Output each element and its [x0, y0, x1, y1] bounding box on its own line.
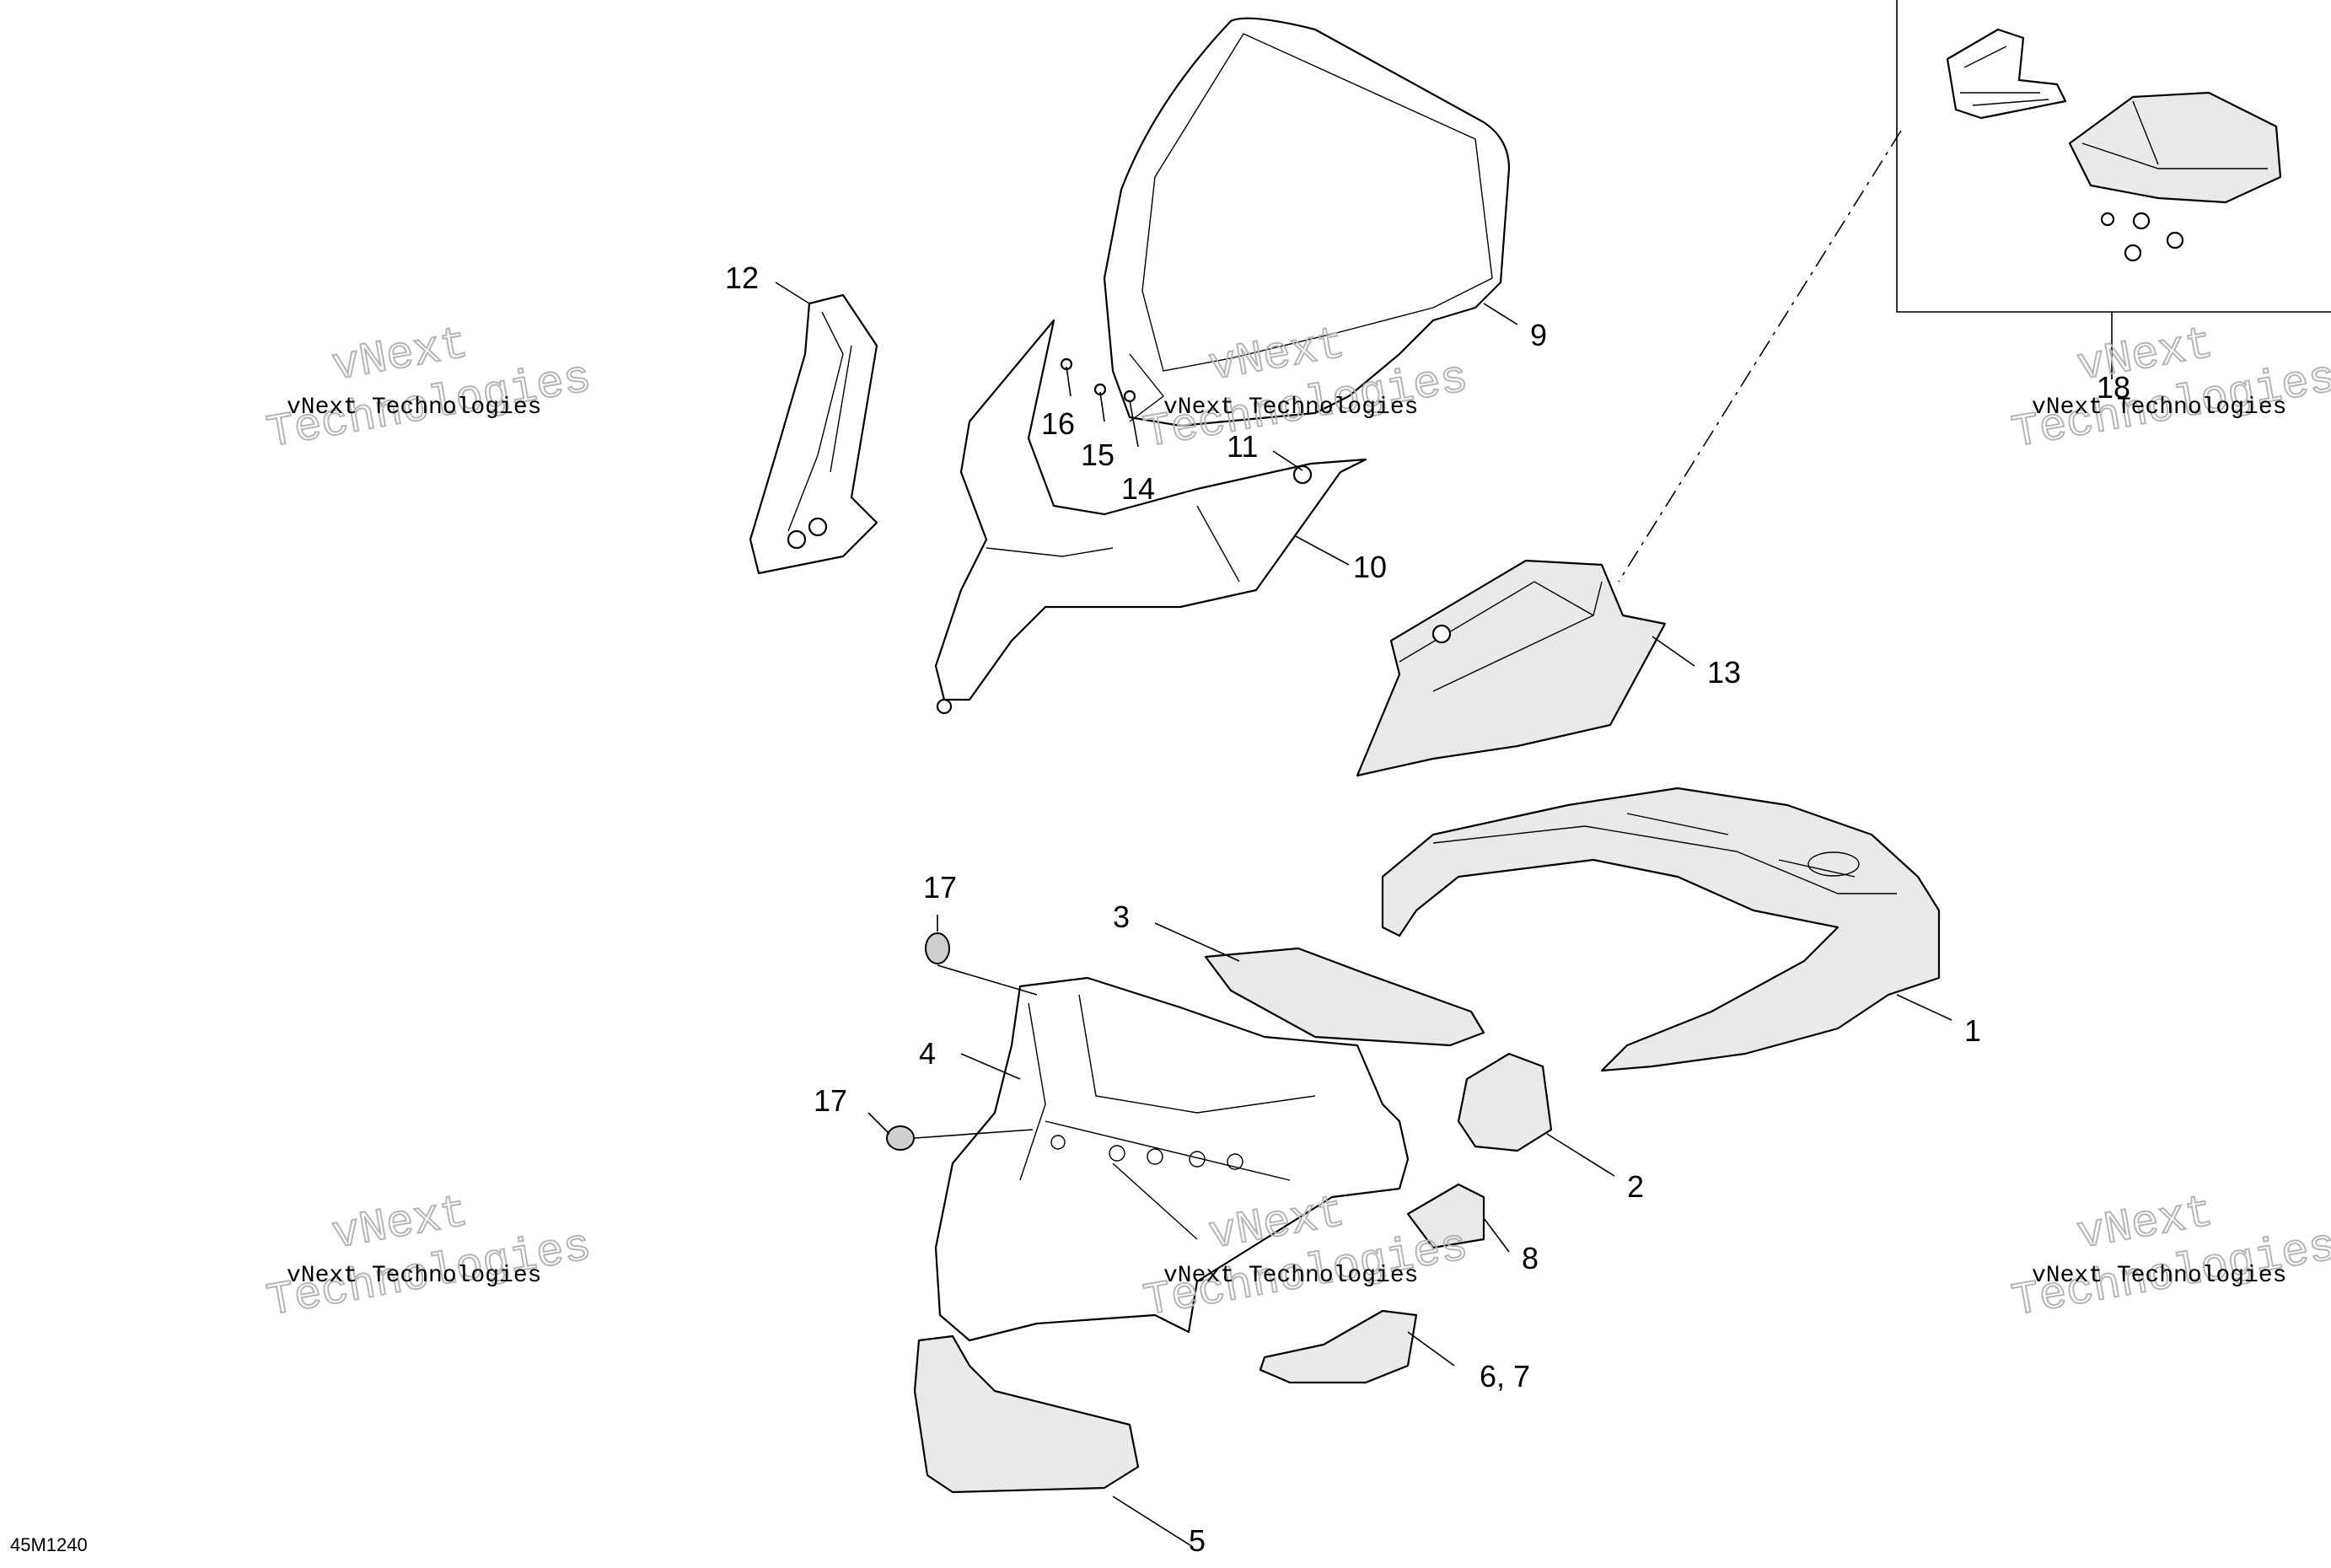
inset-detail-box [1896, 0, 2331, 379]
callout-14: 14 [1121, 471, 1155, 506]
callout-4: 4 [919, 1036, 936, 1071]
shroud-part-10 [934, 319, 1367, 715]
callout-18: 18 [2097, 370, 2130, 405]
part-2 [1457, 1052, 1553, 1152]
svg-text:vNext Technologies: vNext Technologies [287, 1263, 541, 1289]
callout-9: 9 [1530, 318, 1547, 352]
callout-13: 13 [1707, 655, 1741, 690]
watermark-top-left: vNext Technologies vNext Technologies [262, 318, 596, 461]
callout-8: 8 [1522, 1241, 1539, 1275]
windshield-part-9 [1103, 17, 1511, 427]
callout-12: 12 [725, 260, 759, 295]
callout-16: 16 [1041, 406, 1075, 441]
bracket-part-12 [749, 293, 878, 575]
callout-labels: 1 2 3 4 5 6, 7 8 9 10 11 12 13 14 15 16 … [725, 260, 2130, 1558]
part-5 [913, 1334, 1140, 1494]
callout-5: 5 [1189, 1523, 1206, 1558]
callout-17-lower: 17 [814, 1083, 847, 1118]
callout-11: 11 [1227, 429, 1258, 464]
callout-6-7: 6, 7 [1480, 1359, 1530, 1393]
callout-10: 10 [1353, 550, 1387, 584]
hood-part-1 [1381, 787, 1941, 1072]
callout-15: 15 [1081, 438, 1114, 472]
svg-text:vNext Technologies: vNext Technologies [287, 395, 541, 421]
svg-text:vNext Technologies: vNext Technologies [1163, 395, 1418, 421]
callout-3: 3 [1113, 899, 1130, 934]
grommet-upper [925, 932, 950, 964]
svg-text:vNext Technologies: vNext Technologies [2032, 395, 2286, 421]
watermark-top-right: vNext Technologies vNext Technologies [2007, 318, 2331, 461]
leader-lines [775, 282, 1952, 1548]
nose-part-4 [934, 976, 1410, 1342]
callout-2: 2 [1627, 1169, 1644, 1204]
svg-text:vNext Technologies: vNext Technologies [2032, 1263, 2286, 1289]
part-6-7 [1259, 1309, 1418, 1384]
panel-part-13 [1356, 559, 1667, 777]
drawing-code: 45M1240 [10, 1534, 88, 1555]
callout-17-upper: 17 [923, 870, 957, 905]
watermark-bottom-right: vNext Technologies vNext Technologies [2007, 1186, 2331, 1329]
watermark-bottom-left: vNext Technologies vNext Technologies [262, 1186, 596, 1329]
svg-text:vNext Technologies: vNext Technologies [1163, 1263, 1418, 1289]
grommet-lower [886, 1125, 915, 1151]
callout-1: 1 [1964, 1013, 1981, 1048]
dashdot-leader [1618, 130, 1902, 583]
panel-part-3 [1204, 947, 1485, 1047]
